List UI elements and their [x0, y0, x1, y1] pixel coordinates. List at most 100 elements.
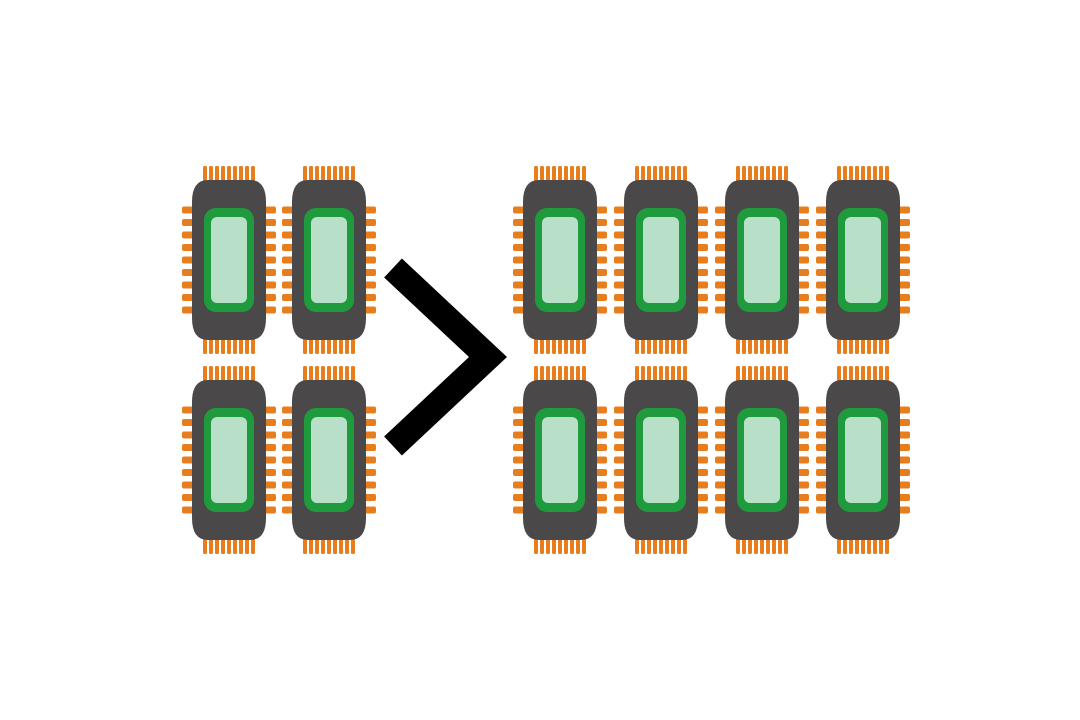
chip-pin	[227, 336, 231, 354]
chip-pin	[653, 336, 657, 354]
chip-core	[744, 417, 780, 503]
chip-pin	[333, 166, 337, 184]
cpu-chip-icon	[282, 366, 376, 554]
chip-pin	[671, 166, 675, 184]
chip-pin	[665, 166, 669, 184]
chip-pin	[641, 536, 645, 554]
chip-pin	[339, 166, 343, 184]
chip-pin	[251, 166, 255, 184]
chip-core	[311, 417, 347, 503]
chip-pin	[778, 166, 782, 184]
chip-pin	[227, 536, 231, 554]
chip-pin	[327, 536, 331, 554]
chip-pin	[772, 166, 776, 184]
chip-pin	[766, 536, 770, 554]
chip-pin	[653, 166, 657, 184]
chip-pin	[351, 336, 355, 354]
chip-pin	[233, 336, 237, 354]
chip-core	[744, 217, 780, 303]
chip-pin	[760, 336, 764, 354]
chip-pin	[309, 166, 313, 184]
chip-pin	[315, 166, 319, 184]
chip-pin	[849, 166, 853, 184]
chip-pin	[233, 166, 237, 184]
chip-pin	[772, 366, 776, 384]
chip-pin	[558, 366, 562, 384]
chip-pin	[861, 366, 865, 384]
chip-pin	[315, 536, 319, 554]
chip-pin	[671, 366, 675, 384]
cpu-chip-icon	[614, 166, 708, 354]
chip-pin	[209, 166, 213, 184]
chip-pin	[760, 536, 764, 554]
chip-pin	[879, 536, 883, 554]
chip-pin	[327, 366, 331, 384]
chip-pin	[754, 536, 758, 554]
chip-core	[311, 217, 347, 303]
chip-pin	[303, 366, 307, 384]
chip-pin	[582, 366, 586, 384]
chip-pin	[552, 336, 556, 354]
chip-pin	[873, 166, 877, 184]
chip-pin	[736, 166, 740, 184]
chip-pin	[570, 166, 574, 184]
chip-pin	[837, 536, 841, 554]
chip-pin	[570, 336, 574, 354]
cpu-chip-icon	[182, 166, 276, 354]
chip-core	[643, 417, 679, 503]
chip-pin	[867, 336, 871, 354]
chip-pin	[748, 366, 752, 384]
chip-pin	[582, 536, 586, 554]
cpu-chip-icon	[715, 366, 809, 554]
chip-pin	[784, 166, 788, 184]
chip-pin	[778, 336, 782, 354]
chip-pin	[677, 366, 681, 384]
chip-pin	[303, 536, 307, 554]
chip-pin	[873, 536, 877, 554]
chip-pin	[736, 536, 740, 554]
chip-pin	[867, 366, 871, 384]
chip-pin	[659, 166, 663, 184]
chip-pin	[351, 536, 355, 554]
chip-pin	[837, 366, 841, 384]
chip-pin	[647, 336, 651, 354]
chip-pin	[203, 166, 207, 184]
chip-pin	[333, 366, 337, 384]
chip-pin	[855, 536, 859, 554]
chip-pin	[855, 166, 859, 184]
chip-pin	[309, 536, 313, 554]
chip-pin	[784, 336, 788, 354]
cpu-chip-icon	[816, 366, 910, 554]
chip-pin	[345, 336, 349, 354]
chip-pin	[564, 366, 568, 384]
chip-pin	[321, 366, 325, 384]
chip-pin	[576, 166, 580, 184]
chip-pin	[558, 536, 562, 554]
chip-pin	[653, 536, 657, 554]
chip-pin	[564, 166, 568, 184]
chip-pin	[221, 336, 225, 354]
chip-pin	[546, 336, 550, 354]
chip-pin	[534, 366, 538, 384]
chip-pin	[209, 336, 213, 354]
chip-pin	[635, 336, 639, 354]
chip-core	[211, 217, 247, 303]
chip-pin	[221, 366, 225, 384]
chip-pin	[540, 166, 544, 184]
chip-pin	[203, 336, 207, 354]
chip-pin	[855, 336, 859, 354]
chip-pin	[309, 366, 313, 384]
chip-pin	[576, 366, 580, 384]
chip-pin	[647, 536, 651, 554]
chip-pin	[885, 536, 889, 554]
chip-pin	[251, 336, 255, 354]
chip-pin	[647, 166, 651, 184]
greater-than-icon	[384, 258, 508, 456]
chip-pin	[315, 336, 319, 354]
chip-pin	[647, 366, 651, 384]
chip-core	[643, 217, 679, 303]
cpu-chip-icon	[614, 366, 708, 554]
chip-pin	[754, 166, 758, 184]
chip-pin	[321, 536, 325, 554]
